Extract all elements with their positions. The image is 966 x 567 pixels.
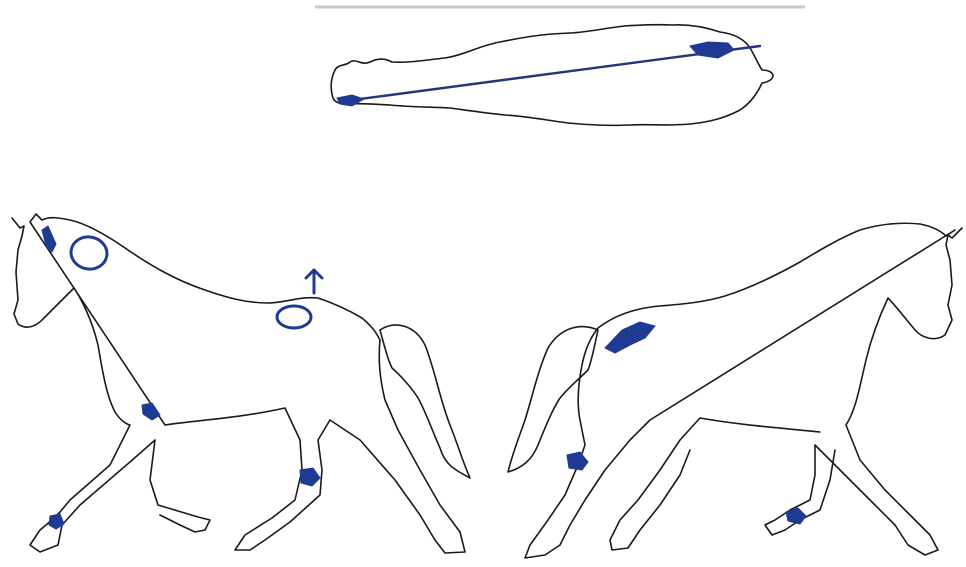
hock-mark <box>567 452 588 470</box>
left-horse <box>12 214 470 553</box>
hind-cannon-mark <box>300 468 320 486</box>
up-arrow <box>306 270 322 293</box>
top-view <box>331 25 773 126</box>
right-horse <box>508 223 962 558</box>
back-scribble <box>605 322 655 353</box>
back-circle <box>277 306 311 328</box>
top-view-body-outline <box>331 25 773 126</box>
right-horse-tail <box>508 327 598 472</box>
neck-circle <box>68 234 109 272</box>
right-horse-outline <box>525 223 962 558</box>
elbow-mark <box>142 403 160 420</box>
left-horse-tail <box>380 325 470 478</box>
poll-mark <box>42 226 56 252</box>
